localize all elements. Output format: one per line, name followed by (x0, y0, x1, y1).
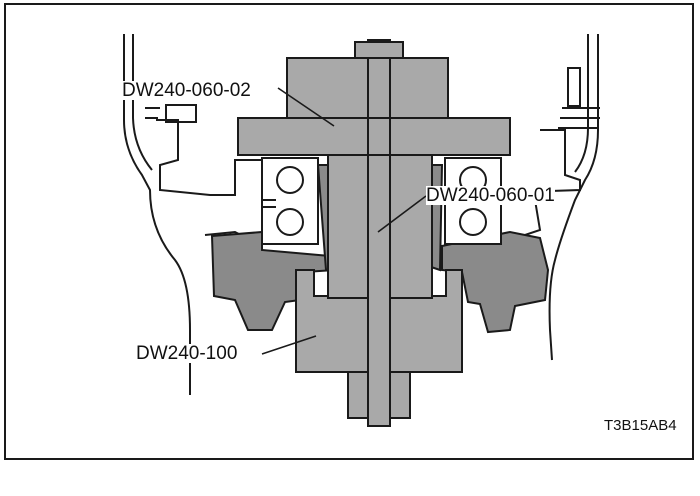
tool-01-shaft (367, 39, 391, 427)
leader-tool-01 (377, 195, 427, 233)
label-tool-02: DW240-060-02 (122, 80, 251, 101)
tool-01-head (354, 41, 404, 59)
knuckle-left (156, 119, 268, 196)
leader-tool-02 (277, 87, 335, 127)
housing-right-inner (574, 34, 589, 173)
housing-left-inner (132, 34, 153, 171)
label-tool-100: DW240-100 (136, 343, 238, 364)
label-tool-01: DW240-060-01 (426, 185, 555, 206)
leader-tool-100 (261, 335, 317, 355)
figure-code: T3B15AB4 (604, 417, 677, 434)
housing-right-outline (548, 34, 599, 361)
housing-left-outline (123, 34, 191, 395)
